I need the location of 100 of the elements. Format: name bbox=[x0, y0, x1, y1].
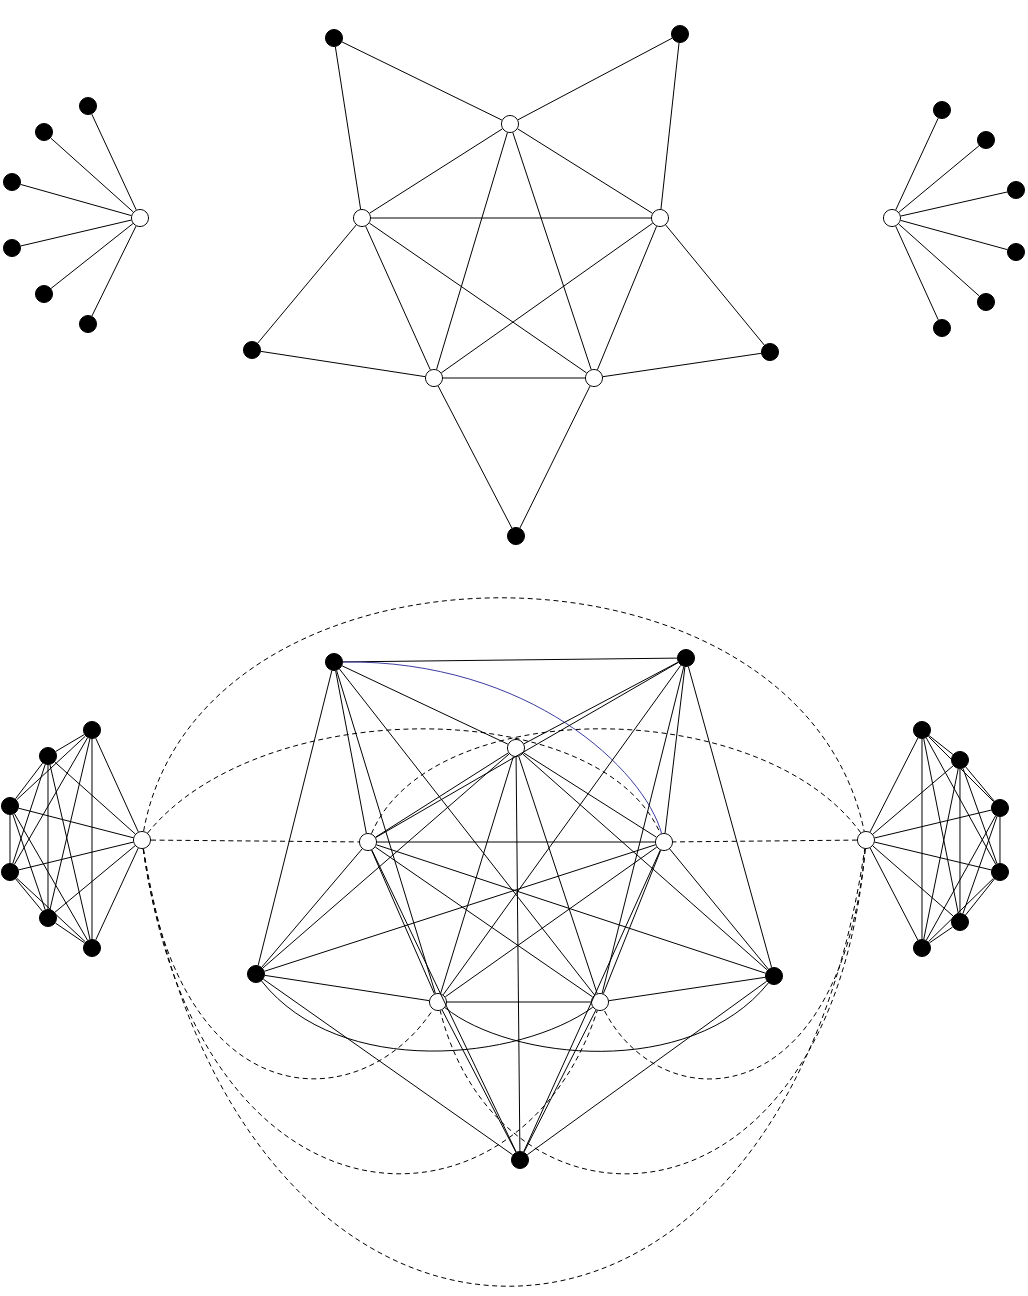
graph-edge bbox=[923, 768, 959, 940]
graph-edge bbox=[375, 662, 679, 838]
graph-edge bbox=[16, 877, 86, 943]
vertex-dot bbox=[3, 239, 21, 257]
graph-edge bbox=[517, 37, 673, 121]
graph-edge bbox=[334, 46, 362, 210]
graph-edge bbox=[91, 738, 93, 940]
vertex-dot bbox=[501, 115, 519, 133]
graph-edge bbox=[672, 839, 858, 843]
graph-edge bbox=[925, 737, 997, 865]
graph-edge bbox=[14, 737, 88, 865]
graph-edge bbox=[925, 815, 997, 941]
graph-edge bbox=[440, 222, 654, 374]
graph-edge bbox=[665, 224, 765, 346]
graph-edge bbox=[374, 846, 594, 998]
graph-edge bbox=[927, 735, 995, 803]
graph-edge bbox=[369, 128, 503, 214]
graph-edge bbox=[895, 117, 939, 211]
graph-edge bbox=[928, 735, 954, 755]
graph-edge bbox=[515, 756, 521, 1152]
vertex-dot bbox=[79, 315, 97, 333]
vertex-dot bbox=[83, 721, 101, 739]
graph-edge bbox=[375, 752, 509, 838]
graph-edge bbox=[264, 974, 430, 1002]
graph-edge bbox=[336, 670, 436, 994]
graph-edge bbox=[91, 225, 137, 317]
graph-edge bbox=[143, 597, 865, 832]
graph-edge bbox=[257, 670, 333, 966]
graph-edge bbox=[261, 980, 594, 1052]
graph-edge bbox=[335, 670, 367, 834]
vertex-dot bbox=[39, 747, 57, 765]
vertex-dot bbox=[39, 909, 57, 927]
vertex-dot bbox=[951, 751, 969, 769]
vertex-dot bbox=[35, 285, 53, 303]
graph-edge bbox=[341, 665, 509, 745]
graph-edge bbox=[9, 814, 11, 864]
graph-edge bbox=[262, 753, 510, 969]
graph-edge bbox=[523, 661, 679, 745]
graph-edge bbox=[602, 352, 762, 378]
graph-edge bbox=[874, 809, 992, 839]
graph-edge bbox=[371, 849, 435, 995]
vertex-dot bbox=[765, 967, 783, 985]
graph-edge bbox=[341, 41, 503, 121]
graph-edge bbox=[370, 728, 862, 835]
vertex-dot bbox=[585, 369, 603, 387]
vertex-dot bbox=[325, 653, 343, 671]
vertex-dot bbox=[977, 131, 995, 149]
graph-edge bbox=[49, 764, 91, 940]
vertex-dot bbox=[35, 123, 53, 141]
graph-edge bbox=[872, 765, 954, 835]
graph-edge bbox=[439, 848, 866, 1174]
vertex-dot bbox=[671, 25, 689, 43]
graph-edge bbox=[519, 385, 591, 529]
graph-edge bbox=[608, 976, 766, 1002]
graph-edge bbox=[436, 132, 508, 370]
vertex-dot bbox=[1007, 243, 1025, 261]
graph-edge bbox=[687, 666, 773, 968]
graph-edge bbox=[95, 737, 139, 833]
vertex-dot bbox=[507, 739, 525, 757]
graph-edge bbox=[921, 738, 923, 940]
graph-edge bbox=[54, 845, 136, 913]
graph-edge bbox=[150, 839, 360, 843]
graph-edge bbox=[517, 128, 653, 214]
graph-edge bbox=[898, 145, 980, 213]
vertex-dot bbox=[591, 993, 609, 1011]
vertex-dot bbox=[761, 343, 779, 361]
graph-edge bbox=[376, 844, 766, 974]
graph-edge bbox=[512, 132, 592, 370]
graph-edge bbox=[900, 219, 1008, 251]
vertex-dot bbox=[507, 527, 525, 545]
vertex-dot bbox=[79, 97, 97, 115]
graph-edge bbox=[261, 848, 363, 968]
graph-edge bbox=[596, 225, 658, 371]
vertex-dot bbox=[651, 209, 669, 227]
graph-edge bbox=[518, 756, 598, 994]
graph-edge bbox=[900, 191, 1008, 217]
graph-edge bbox=[523, 1009, 597, 1153]
graph-edge bbox=[669, 848, 769, 970]
graph-edge bbox=[999, 816, 1001, 864]
graph-edge bbox=[923, 738, 959, 914]
vertex-dot bbox=[243, 341, 261, 359]
vertex-dot bbox=[857, 831, 875, 849]
graph-edge bbox=[18, 841, 134, 871]
graph-edge bbox=[962, 768, 998, 865]
graph-edge bbox=[50, 223, 134, 289]
vertex-dot bbox=[933, 101, 951, 119]
graph-edge bbox=[370, 217, 652, 219]
graph-edge bbox=[368, 222, 588, 374]
graph-edge bbox=[869, 737, 919, 833]
graph-edge bbox=[872, 845, 954, 917]
vertex-dot bbox=[359, 833, 377, 851]
vertex-dot bbox=[1007, 181, 1025, 199]
graph-edge bbox=[91, 113, 137, 211]
vertex-dot bbox=[951, 913, 969, 931]
graph-edge bbox=[260, 350, 426, 378]
graph-edge bbox=[342, 661, 663, 834]
vertex-dot bbox=[655, 833, 673, 851]
graph-edge bbox=[18, 807, 134, 839]
vertex-dot bbox=[991, 799, 1009, 817]
graph-edge bbox=[12, 764, 46, 864]
